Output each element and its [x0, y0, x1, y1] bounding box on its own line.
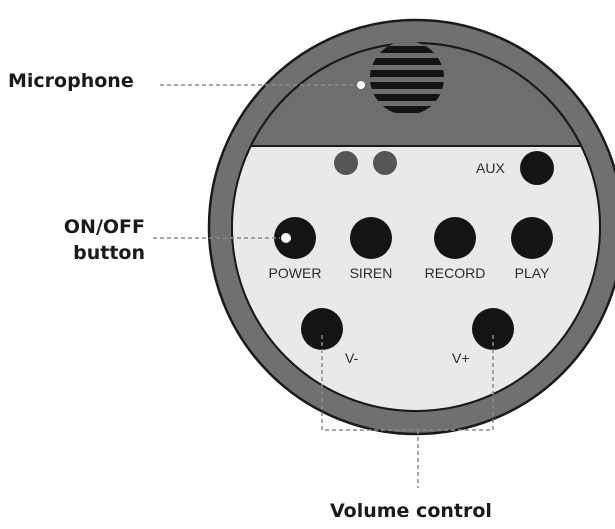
- power-button-highlight: [281, 233, 291, 243]
- aux-label: AUX: [476, 160, 505, 176]
- volume-up-label: V+: [452, 350, 470, 366]
- on-off-callout-line1: ON/OFF: [63, 216, 145, 238]
- play-button[interactable]: [511, 217, 553, 259]
- microphone-dot: [357, 81, 365, 89]
- volume-up-button[interactable]: [472, 308, 514, 350]
- on-off-callout: ON/OFF button: [64, 214, 145, 266]
- volume-control-callout: Volume control: [330, 500, 492, 522]
- indicator-led-left: [334, 151, 358, 175]
- record-button[interactable]: [434, 217, 476, 259]
- microphone-callout: Microphone: [8, 70, 134, 92]
- volume-leader-line: [321, 335, 494, 488]
- power-label: POWER: [269, 265, 322, 281]
- play-label: PLAY: [515, 265, 550, 281]
- siren-button[interactable]: [350, 217, 392, 259]
- microphone-grille: [370, 41, 444, 115]
- volume-down-label: V-: [345, 350, 359, 366]
- siren-label: SIREN: [350, 265, 393, 281]
- power-button[interactable]: [274, 217, 316, 259]
- indicator-led-right: [373, 151, 397, 175]
- aux-jack[interactable]: [520, 151, 554, 185]
- record-label: RECORD: [425, 265, 486, 281]
- volume-down-button[interactable]: [301, 308, 343, 350]
- on-off-callout-line2: button: [73, 242, 145, 264]
